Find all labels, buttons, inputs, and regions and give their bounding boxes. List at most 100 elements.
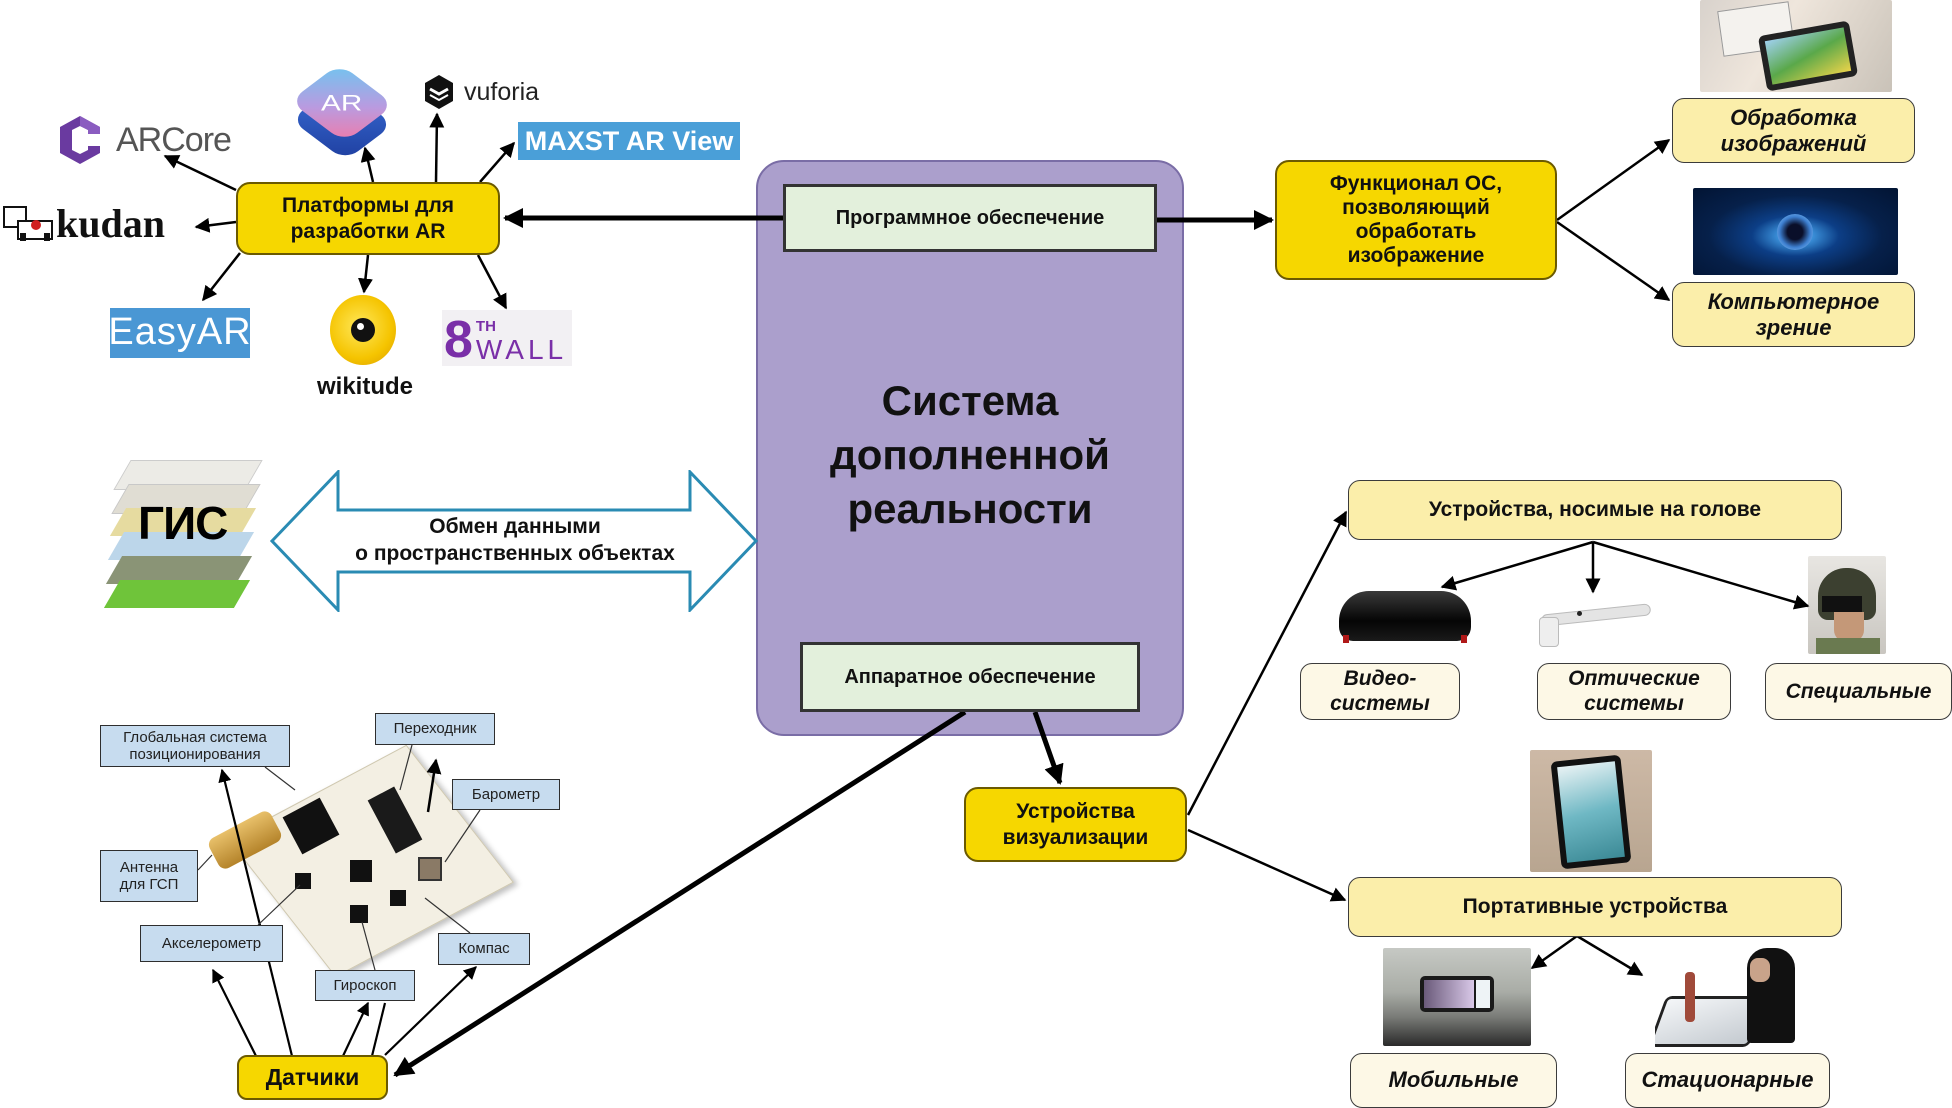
special-box[interactable]: Специальные	[1765, 663, 1952, 720]
computer-vision-box[interactable]: Компьютерное зрение	[1672, 282, 1915, 347]
arrow-to-stationary	[1576, 934, 1644, 977]
platforms-label-line-1: Платформы для	[281, 194, 455, 218]
data-exchange-line-1: Обмен данными	[429, 514, 601, 538]
head-worn-label: Устройства, носимые на голове	[1428, 498, 1762, 522]
easyar-text: EasyAR	[108, 311, 252, 354]
arrow-to-kudan	[194, 217, 237, 233]
software-label: Программное обеспечение	[835, 207, 1105, 229]
8thwall-sup: TH	[475, 318, 496, 335]
platforms-box[interactable]: Платформы для разработки AR	[236, 182, 500, 255]
data-exchange-line-2: о пространственных объектах	[355, 542, 675, 565]
8thwall-logo: 8 TH WALL	[442, 310, 572, 366]
optical-systems-line-2: системы	[1584, 691, 1684, 715]
callout-antenna-line-2: для ГСП	[119, 876, 179, 893]
os-function-line-3: обработать	[1355, 220, 1477, 243]
platforms-label-line-2: разработки AR	[290, 219, 446, 243]
desk-hologram-photo	[1655, 948, 1795, 1048]
stationary-label: Стационарные	[1641, 1067, 1814, 1093]
arrow-to-computer-vision	[1556, 220, 1671, 302]
callout-barometer-label: Барометр	[471, 785, 541, 803]
os-function-line-4: изображение	[1347, 244, 1485, 268]
gis-label: ГИС	[138, 497, 228, 549]
sensors-label: Датчики	[265, 1063, 360, 1090]
tablet-ar-photo	[1530, 750, 1652, 872]
callout-gps-line-2: позиционирования	[129, 746, 261, 763]
visualization-line-1: Устройства	[1016, 800, 1135, 824]
callout-adapter-label: Переходник	[393, 720, 477, 738]
ar-system-container	[756, 160, 1184, 736]
arcore-logo: ARCore	[58, 112, 258, 168]
mobile-label: Мобильные	[1388, 1067, 1519, 1093]
visualization-box[interactable]: Устройства визуализации	[964, 787, 1187, 862]
kudan-logo: kudan	[2, 200, 192, 246]
helmet-photo	[1808, 556, 1886, 654]
video-systems-line-1: Видео-	[1343, 667, 1417, 691]
optical-systems-line-1: Оптические	[1568, 667, 1700, 691]
stationary-box[interactable]: Стационарные	[1625, 1053, 1830, 1108]
callout-antenna-line-1: Антенна	[119, 858, 179, 876]
callout-adapter: Переходник	[375, 713, 495, 745]
hololens-photo	[1335, 585, 1475, 650]
vuforia-icon	[425, 75, 453, 109]
callout-barometer: Барометр	[452, 779, 560, 810]
optical-systems-box[interactable]: Оптические системы	[1537, 663, 1731, 720]
wikitude-text: wikitude	[316, 373, 413, 400]
arrow-to-portable	[1187, 828, 1347, 902]
portable-label: Портативные устройства	[1462, 895, 1728, 919]
arrow-to-easyar	[202, 252, 241, 302]
callout-compass: Компас	[438, 933, 530, 965]
data-exchange-label: Обмен данными о пространственных объекта…	[330, 510, 700, 570]
visualization-line-2: визуализации	[1002, 825, 1149, 849]
arcore-icon	[60, 116, 100, 164]
arcore-text: ARCore	[116, 120, 232, 159]
hardware-box[interactable]: Аппаратное обеспечение	[800, 642, 1140, 712]
vuforia-logo: vuforia	[424, 72, 574, 112]
wikitude-icon	[330, 295, 396, 365]
software-box[interactable]: Программное обеспечение	[783, 184, 1157, 252]
image-processing-line-1: Обработка	[1730, 105, 1857, 131]
maxst-logo: MAXST AR View	[518, 122, 740, 160]
car-phone-photo	[1383, 948, 1531, 1046]
ar-tablet-photo	[1700, 0, 1892, 92]
arrow-to-vuforia	[429, 112, 445, 183]
callout-accelerometer-label: Акселерометр	[161, 934, 262, 952]
8thwall-eight: 8	[444, 311, 473, 369]
arrow-to-maxst	[479, 141, 515, 183]
wikitude-logo: wikitude	[300, 295, 430, 405]
easyar-logo: EasyAR	[108, 308, 252, 358]
ar-system-title-line-3: реальности	[847, 484, 1093, 532]
data-exchange-double-arrow	[270, 470, 759, 612]
video-systems-box[interactable]: Видео- системы	[1300, 663, 1460, 720]
callout-accelerometer: Акселерометр	[140, 925, 283, 962]
arrow-to-image-processing	[1556, 138, 1671, 222]
os-function-box[interactable]: Функционал ОС, позволяющий обработать из…	[1275, 160, 1557, 280]
os-function-line-1: Функционал ОС,	[1329, 171, 1503, 195]
callout-compass-label: Компас	[458, 940, 510, 958]
eye-photo	[1693, 188, 1898, 275]
smart-glasses-photo	[1535, 595, 1655, 650]
arrow-to-8thwall	[476, 254, 508, 310]
callout-gyroscope: Гироскоп	[315, 970, 415, 1001]
ar-system-title-line-2: дополненной	[830, 431, 1110, 479]
callout-gyroscope-label: Гироскоп	[333, 976, 397, 994]
arrow-to-mobile	[1530, 934, 1578, 970]
hardware-label: Аппаратное обеспечение	[844, 666, 1096, 688]
image-processing-box[interactable]: Обработка изображений	[1672, 98, 1915, 163]
maxst-text: MAXST AR View	[524, 125, 734, 156]
mobile-box[interactable]: Мобильные	[1350, 1053, 1557, 1108]
callout-antenna: Антенна для ГСП	[100, 850, 198, 902]
computer-vision-line-1: Компьютерное	[1707, 289, 1880, 315]
8thwall-text-group: TH WALL	[475, 318, 567, 366]
video-systems-line-2: системы	[1330, 691, 1430, 715]
kudan-text: kudan	[56, 200, 165, 246]
arrow-sensors-to-gyroscope	[342, 1001, 369, 1057]
arrow-to-video-systems	[1440, 540, 1594, 591]
image-processing-line-2: изображений	[1720, 130, 1867, 156]
portable-box[interactable]: Портативные устройства	[1348, 877, 1842, 937]
ar-system-title: Система дополненной реальности	[760, 365, 1180, 545]
sensors-box[interactable]: Датчики	[237, 1055, 388, 1100]
arkit-glyph: AR	[321, 89, 363, 116]
callout-gps-line-1: Глобальная система	[123, 728, 267, 746]
callout-gps: Глобальная система позиционирования	[100, 725, 290, 767]
head-worn-box[interactable]: Устройства, носимые на голове	[1348, 480, 1842, 540]
